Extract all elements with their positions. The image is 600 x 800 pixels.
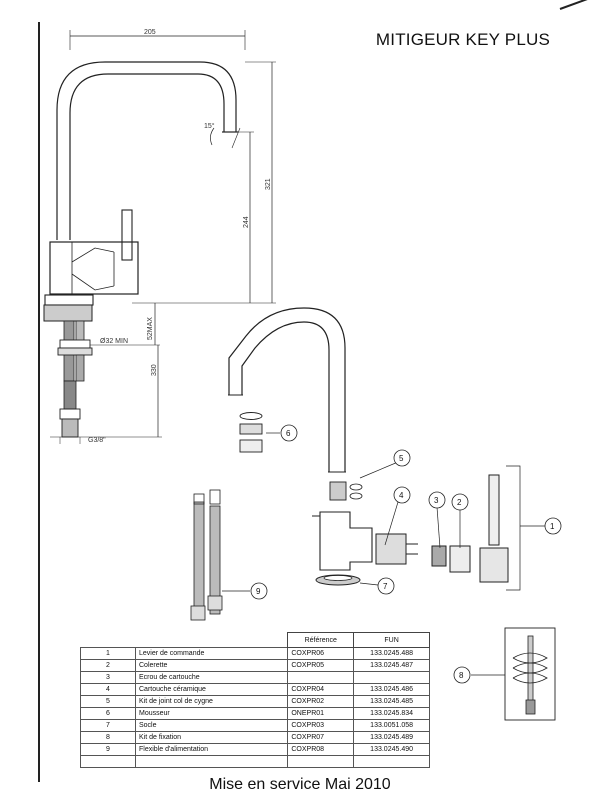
row-fun xyxy=(353,671,430,684)
faucet-exploded-view xyxy=(190,307,556,721)
header-fun: FUN xyxy=(353,632,430,648)
callout-circle-4 xyxy=(393,486,411,504)
callout-circle-5 xyxy=(393,449,411,467)
row-designation: Ecrou de cartouche xyxy=(134,671,289,684)
callout-1: 1 xyxy=(550,522,555,531)
dim-angle: 15° xyxy=(204,122,215,130)
dim-hole: Ø32 MIN xyxy=(100,338,128,345)
row-fun: 133.0245.489 xyxy=(353,731,430,744)
callout-circle-7 xyxy=(377,577,395,595)
parts-table: Référence FUN 1 Levier de commande COXPR… xyxy=(80,632,430,768)
row-number: 8 xyxy=(80,731,136,744)
callout-circle-2 xyxy=(451,493,469,511)
row-reference: COXPR04 xyxy=(287,683,355,696)
row-fun xyxy=(353,755,430,768)
table-row: 4 Cartouche céramique COXPR04 133.0245.4… xyxy=(80,683,430,696)
row-reference: COXPR06 xyxy=(287,647,355,660)
callout-6: 6 xyxy=(286,429,291,438)
faucet-elevation-view xyxy=(43,30,276,444)
row-number: 7 xyxy=(80,719,136,732)
frame-border xyxy=(38,22,40,782)
row-fun: 133.0051.058 xyxy=(353,719,430,732)
row-number xyxy=(80,755,136,768)
row-designation: Kit de joint col de cygne xyxy=(134,695,289,708)
row-designation xyxy=(134,755,289,768)
row-fun: 133.0245.834 xyxy=(353,707,430,720)
callout-circle-8 xyxy=(453,666,471,684)
callout-circle-3 xyxy=(428,491,446,509)
row-number: 3 xyxy=(80,671,136,684)
row-designation: Levier de commande xyxy=(134,647,289,660)
row-reference: COXPR07 xyxy=(287,731,355,744)
row-fun: 133.0245.488 xyxy=(353,647,430,660)
callout-4: 4 xyxy=(399,491,404,500)
callout-3: 3 xyxy=(434,496,439,505)
row-number: 9 xyxy=(80,743,136,756)
table-row: 2 Colerette COXPR05 133.0245.487 xyxy=(80,659,430,672)
row-fun: 133.0245.485 xyxy=(353,695,430,708)
callout-2: 2 xyxy=(457,498,462,507)
row-reference xyxy=(287,671,355,684)
row-designation: Mousseur xyxy=(134,707,289,720)
row-reference: COXPR03 xyxy=(287,719,355,732)
page-title: MITIGEUR KEY PLUS xyxy=(375,30,550,49)
dim-hose-length: 330 xyxy=(151,364,158,376)
table-row: 5 Kit de joint col de cygne COXPR02 133.… xyxy=(80,695,430,708)
row-fun: 133.0245.487 xyxy=(353,659,430,672)
callout-7: 7 xyxy=(383,582,388,591)
row-designation: Colerette xyxy=(134,659,289,672)
row-reference xyxy=(287,755,355,768)
dim-max-thickness: 52MAX xyxy=(147,317,154,340)
row-fun: 133.0245.486 xyxy=(353,683,430,696)
dim-height-total: 321 xyxy=(265,178,272,190)
table-row xyxy=(80,755,430,768)
callout-leaders xyxy=(222,432,545,676)
footer-text: Mise en service Mai 2010 xyxy=(209,776,391,793)
callout-circle-9 xyxy=(250,582,268,600)
row-number: 2 xyxy=(80,659,136,672)
row-reference: COXPR05 xyxy=(287,659,355,672)
callout-8: 8 xyxy=(459,671,464,680)
callout-circle-1 xyxy=(544,517,562,535)
header-reference: Référence xyxy=(287,632,355,648)
row-designation: Flexible d'alimentation xyxy=(134,743,289,756)
parts-table-header: Référence FUN xyxy=(81,632,430,648)
row-number: 5 xyxy=(80,695,136,708)
row-reference: COXPR02 xyxy=(287,695,355,708)
callout-5: 5 xyxy=(399,454,404,463)
row-number: 1 xyxy=(80,647,136,660)
table-row: 3 Ecrou de cartouche xyxy=(80,671,430,684)
table-row: 1 Levier de commande COXPR06 133.0245.48… xyxy=(80,647,430,660)
callout-circle-6 xyxy=(280,424,298,442)
header-blank-2 xyxy=(136,633,288,648)
dim-thread: G3/8" xyxy=(88,437,106,444)
dim-width: 205 xyxy=(144,29,156,36)
table-row: 8 Kit de fixation COXPR07 133.0245.489 xyxy=(80,731,430,744)
row-number: 4 xyxy=(80,683,136,696)
row-designation: Socle xyxy=(134,719,289,732)
table-row: 6 Mousseur ONEPR01 133.0245.834 xyxy=(80,707,430,720)
table-row: 9 Flexible d'alimentation COXPR08 133.02… xyxy=(80,743,430,756)
callout-9: 9 xyxy=(256,587,261,596)
row-reference: COXPR08 xyxy=(287,743,355,756)
row-reference: ONEPR01 xyxy=(287,707,355,720)
row-fun: 133.0245.490 xyxy=(353,743,430,756)
row-designation: Kit de fixation xyxy=(134,731,289,744)
row-designation: Cartouche céramique xyxy=(134,683,289,696)
dim-height-spout: 244 xyxy=(243,216,250,228)
table-row: 7 Socle COXPR03 133.0051.058 xyxy=(80,719,430,732)
header-blank-1 xyxy=(81,633,136,648)
row-number: 6 xyxy=(80,707,136,720)
